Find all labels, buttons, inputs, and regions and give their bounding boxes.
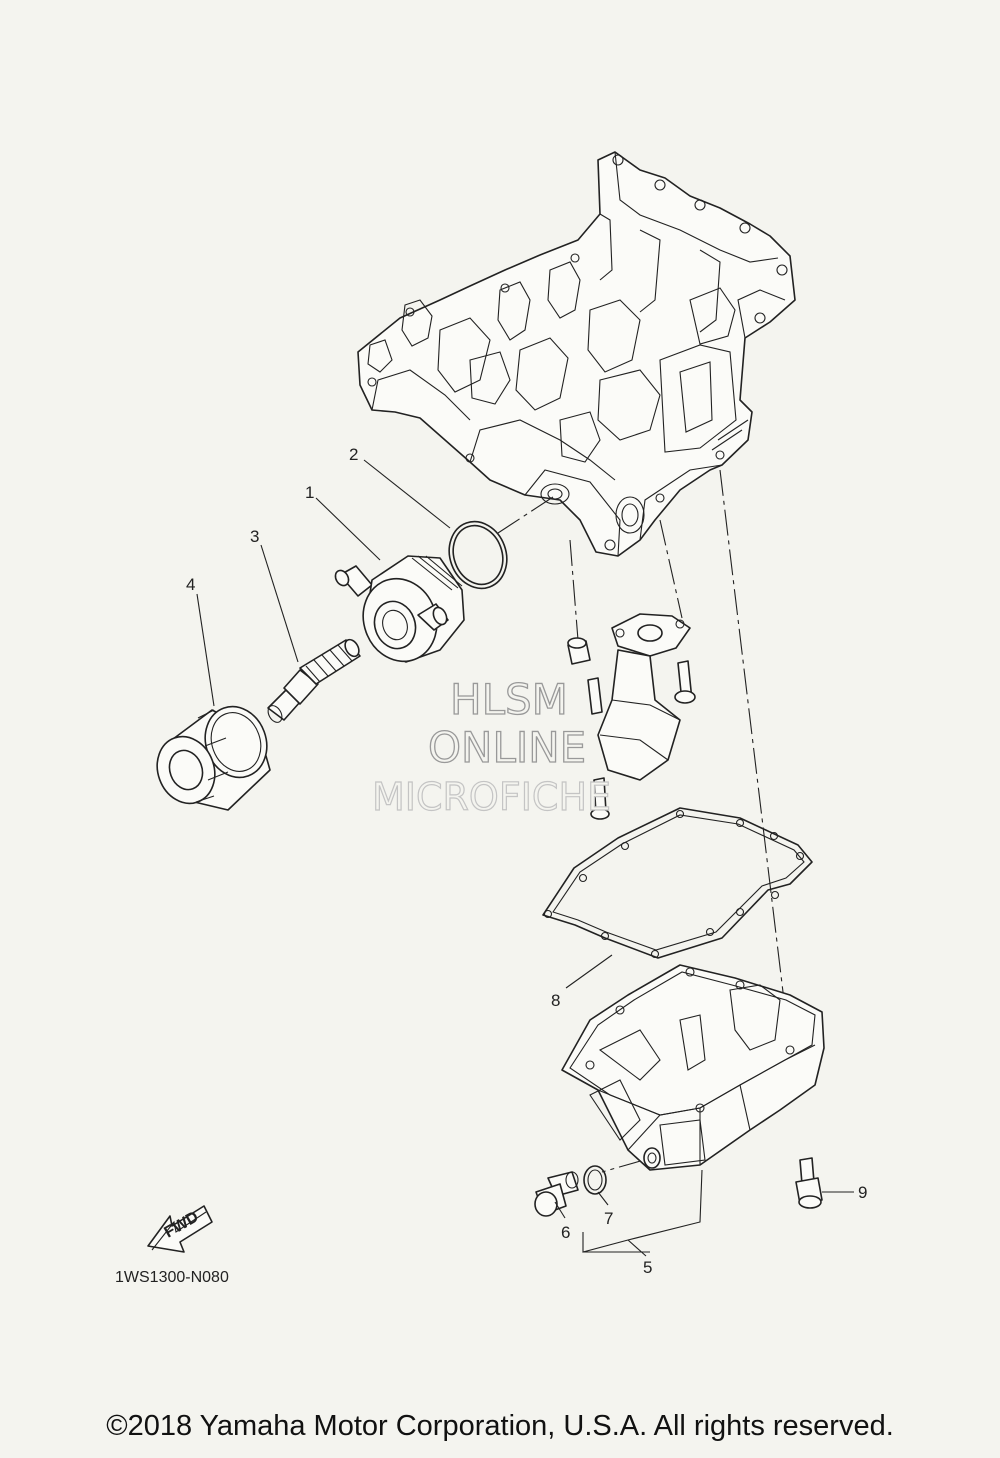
callout-4: 4 [186, 575, 195, 594]
strainer-bolts [567, 637, 696, 820]
callout-1: 1 [305, 483, 314, 502]
crankcase [357, 151, 796, 557]
oil-filter-stud-bolt [267, 638, 361, 723]
oil-pan-gasket [542, 807, 813, 959]
drain-bolt [534, 1171, 579, 1217]
callout-3: 3 [250, 527, 259, 546]
oil-pan [561, 964, 825, 1171]
oil-cooler [334, 555, 465, 663]
callout-7: 7 [604, 1209, 613, 1228]
drain-gasket [583, 1165, 607, 1195]
oil-pan-bolt [795, 1157, 823, 1209]
oil-strainer [597, 613, 691, 781]
watermark-line-2: ONLINE [428, 723, 586, 772]
watermark: HLSM ONLINE MICROFICHE [371, 674, 611, 819]
fwd-arrow-icon: FWD [147, 1205, 213, 1253]
o-ring [448, 520, 508, 590]
callout-9: 9 [858, 1183, 867, 1202]
copyright-notice: ©2018 Yamaha Motor Corporation, U.S.A. A… [106, 1410, 894, 1442]
callout-6: 6 [561, 1223, 570, 1242]
callout-5: 5 [643, 1258, 652, 1277]
callout-2: 2 [349, 445, 358, 464]
diagram-code: 1WS1300-N080 [115, 1269, 229, 1286]
leader-lines [196, 459, 854, 1257]
callout-8: 8 [551, 991, 560, 1010]
oil-filter-cartridge [156, 705, 271, 811]
watermark-line-3: MICROFICHE [372, 775, 611, 819]
watermark-line-1: HLSM [450, 675, 568, 724]
